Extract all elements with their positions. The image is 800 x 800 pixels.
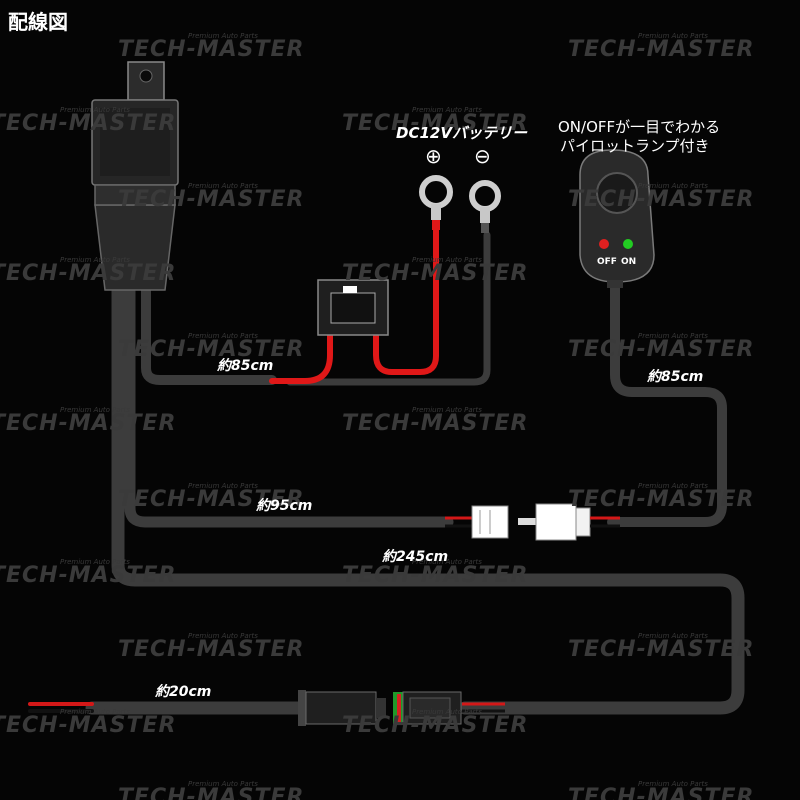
connector-cable: [124, 284, 454, 528]
fuse-holder-icon: [317, 279, 389, 336]
relay-icon: [91, 61, 179, 291]
output-connector-icon: [298, 690, 505, 726]
pilot-switch-icon: [579, 149, 655, 288]
relay-connector-icon: [445, 503, 620, 541]
on-label: ON: [621, 257, 637, 267]
plus-symbol: ⊕: [425, 144, 442, 168]
battery-negative-terminal-icon: [469, 180, 501, 233]
red-wire-right: [373, 225, 439, 375]
length-label-connector: 約95cm: [256, 498, 313, 514]
switch-cable: [607, 280, 727, 527]
main-cable: [111, 283, 745, 715]
minus-symbol: ⊖: [474, 144, 491, 168]
length-label-relay-battery: 約85cm: [217, 358, 274, 374]
switch-caption-line2: パイロットランプ付き: [560, 137, 710, 155]
off-label: OFF: [597, 257, 617, 267]
battery-positive-terminal-icon: [419, 175, 453, 230]
length-label-output: 約20cm: [155, 684, 212, 700]
on-lamp-icon: [623, 239, 633, 249]
page-title: 配線図: [8, 10, 68, 34]
switch-caption-line1: ON/OFFが一目でわかる: [558, 118, 721, 136]
negative-wire: [286, 231, 491, 386]
length-label-main: 約245cm: [382, 549, 449, 565]
battery-label: DC12Vバッテリー: [396, 124, 527, 142]
red-wire-left: [269, 332, 333, 384]
off-lamp-icon: [599, 239, 609, 249]
length-label-switch: 約85cm: [647, 369, 704, 385]
relay-battery-cable: [141, 285, 277, 385]
